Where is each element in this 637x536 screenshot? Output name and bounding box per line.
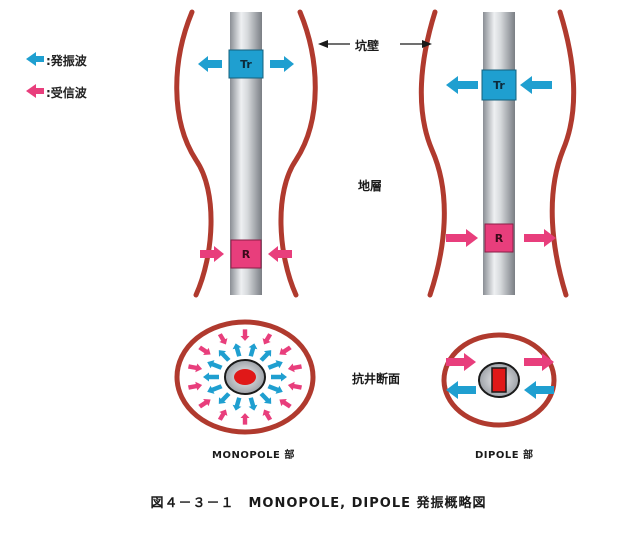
wall-label: 坑壁 — [355, 39, 380, 53]
dipole-transmitter-label: Tr — [493, 79, 505, 92]
monopole-section-tx-arrow — [267, 360, 283, 370]
cross-section-label: 抗井断面 — [352, 372, 401, 386]
monopole-section-rx-arrow — [262, 333, 273, 345]
monopole-section-rx-arrow — [262, 409, 273, 421]
wall-callout-arrow-right — [422, 40, 432, 48]
monopole-tx-arrow-right — [270, 56, 294, 72]
monopole-rx-arrow-right — [268, 246, 292, 262]
monopole-section-tx-arrow — [259, 392, 272, 404]
dipole-wall-right — [549, 9, 577, 298]
monopole-rx-arrow-left — [200, 246, 224, 262]
legend-receive-label: :受信波 — [46, 86, 87, 100]
monopole-section-tx-arrow — [232, 397, 242, 411]
monopole-tx-arrow-left — [198, 56, 222, 72]
monopole-section-tx-arrow — [218, 350, 231, 362]
monopole-radial-arrows — [188, 329, 302, 425]
dipole-rx-arrow-left — [446, 229, 478, 247]
monopole-section-rx-arrow — [287, 363, 302, 373]
monopole-section-tx-arrow — [207, 360, 223, 370]
monopole-section-tx-arrow — [207, 384, 223, 394]
dipole-rx-arrow-right — [524, 229, 556, 247]
monopole-section-rx-arrow — [279, 399, 292, 409]
legend-transmit-label: :発振波 — [46, 54, 87, 68]
monopole-section-rx-arrow — [198, 345, 211, 355]
dipole-tx-arrow-left — [446, 76, 478, 94]
dipole-receiver-label: R — [495, 232, 504, 245]
monopole-section-tx-arrow — [267, 384, 283, 394]
legend-receive: :受信波 — [46, 84, 87, 101]
dipole-section-rx-arrow-right — [524, 353, 554, 371]
monopole-section-tx-arrow — [218, 392, 231, 404]
dipole-tool — [483, 12, 515, 295]
monopole-section-rx-arrow — [198, 399, 211, 409]
monopole-section-rx-arrow — [217, 333, 228, 345]
dipole-receiver-box — [484, 223, 514, 253]
monopole-section-core — [234, 369, 256, 385]
monopole-section-rx-arrow — [217, 409, 228, 421]
monopole-section-tx-arrow — [248, 397, 258, 411]
dipole-section-tx-arrow-left — [446, 381, 476, 399]
monopole-section-rx-arrow — [287, 381, 302, 391]
figure-title: 図４－３－１ MONOPOLE, DIPOLE 発振概略図 — [150, 496, 487, 511]
dipole-section-core — [491, 367, 507, 393]
stratum-label: 地層 — [358, 179, 383, 193]
dipole-section-tx-arrow-right — [524, 381, 554, 399]
monopole-section-tx-arrow — [203, 372, 219, 382]
monopole-transmitter-box — [228, 49, 264, 79]
monopole-section-rx-arrow — [188, 381, 203, 391]
dipole-wall-left — [418, 9, 447, 298]
monopole-receiver-box — [230, 239, 262, 269]
monopole-section-rx-arrow — [188, 363, 203, 373]
monopole-section-tx-arrow — [248, 343, 258, 357]
dipole-section-rx-arrow-left — [446, 353, 476, 371]
dipole-transmitter-box — [481, 69, 517, 101]
monopole-receiver-label: R — [242, 248, 251, 261]
monopole-section-tx-arrow — [259, 350, 272, 362]
legend-transmit-arrow-icon — [26, 52, 44, 66]
dipole-caption: DIPOLE 部 — [475, 450, 534, 461]
monopole-section-tx-arrow — [232, 343, 242, 357]
monopole-section-rx-arrow — [240, 413, 250, 425]
legend-transmit: :発振波 — [46, 52, 87, 69]
legend-receive-arrow-icon — [26, 84, 44, 98]
monopole-section-tx-arrow — [271, 372, 287, 382]
monopole-caption: MONOPOLE 部 — [212, 450, 295, 461]
monopole-section-rx-arrow — [240, 329, 250, 341]
wall-callout-arrow-left — [318, 40, 328, 48]
monopole-section-rx-arrow — [279, 345, 292, 355]
dipole-tx-arrow-right — [520, 76, 552, 94]
monopole-transmitter-label: Tr — [240, 58, 252, 71]
